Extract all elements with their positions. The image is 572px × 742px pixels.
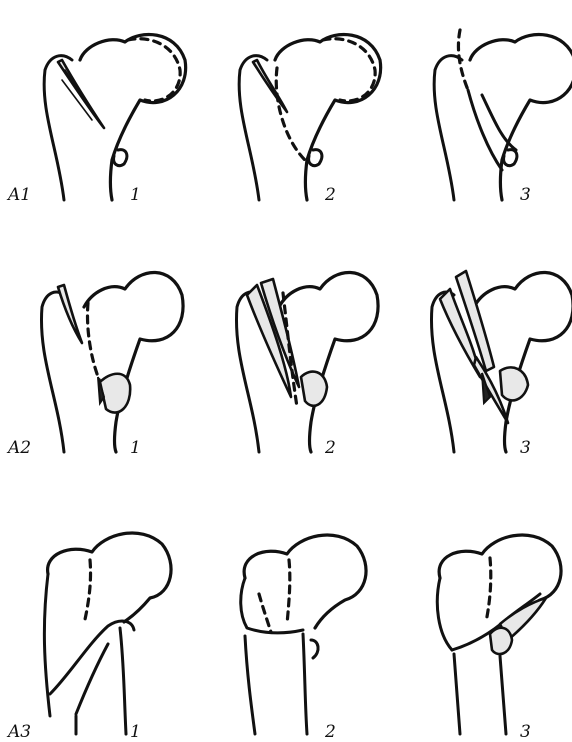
femur-a2-2-drawing [195, 247, 385, 494]
femur-a3-1-drawing [0, 494, 190, 741]
diagram-a3-2: 2 [195, 494, 385, 741]
diagram-a3-3: 3 [390, 494, 572, 741]
femur-a3-3-drawing [390, 494, 572, 741]
diagram-a2-1: A2 1 [0, 247, 190, 494]
diagram-a3-1: A3 1 [0, 494, 190, 741]
row-label-a3: A3 [8, 724, 31, 741]
subtype-label-a2-1: 1 [130, 440, 141, 457]
row-label-a1: A1 [8, 187, 31, 204]
subtype-label-a1-3: 3 [520, 187, 531, 204]
subtype-label-a3-1: 1 [130, 724, 141, 741]
subtype-label-a3-3: 3 [520, 724, 531, 741]
subtype-label-a3-2: 2 [325, 724, 336, 741]
femur-a1-1-drawing [0, 0, 190, 247]
diagram-a2-2: 2 [195, 247, 385, 494]
subtype-label-a1-1: 1 [130, 187, 141, 204]
diagram-a1-1: A1 1 [0, 0, 190, 247]
subtype-label-a2-2: 2 [325, 440, 336, 457]
row-label-a2: A2 [8, 440, 31, 457]
femur-a2-3-drawing [390, 247, 572, 494]
diagram-a2-3: 3 [390, 247, 572, 494]
femur-a3-2-drawing [195, 494, 385, 741]
subtype-label-a2-3: 3 [520, 440, 531, 457]
femur-a1-3-drawing [390, 0, 572, 247]
femur-a1-2-drawing [195, 0, 385, 247]
diagram-a1-2: 2 [195, 0, 385, 247]
subtype-label-a1-2: 2 [325, 187, 336, 204]
diagram-a1-3: 3 [390, 0, 572, 247]
